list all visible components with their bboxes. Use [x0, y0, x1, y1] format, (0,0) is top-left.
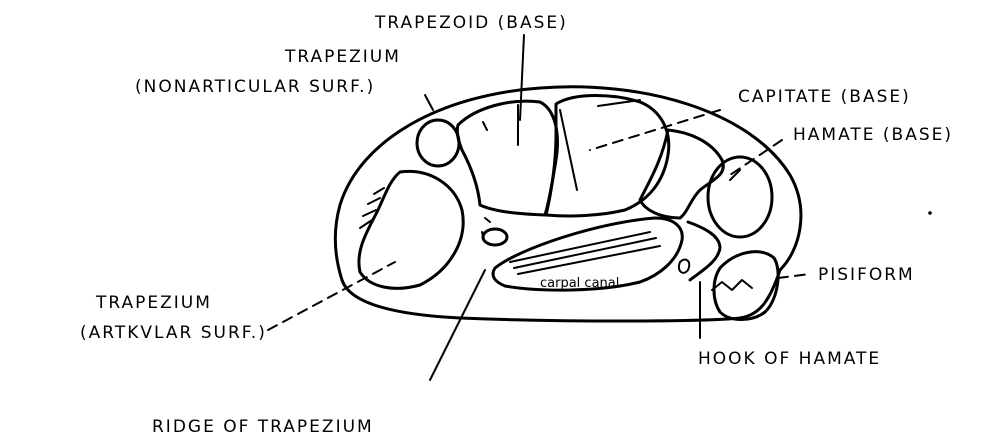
stray-mark: [928, 211, 932, 215]
capitate-detail: [560, 110, 577, 190]
label-trapezium-nonarticular-1: TRAPEZIUM: [284, 47, 401, 67]
capitate-detail-2: [598, 100, 640, 106]
label-trapezium-articular-2: (ARTKVLAR SURF.): [80, 323, 267, 343]
capitate-shape: [546, 96, 669, 216]
trapezium-nonarticular-leader: [425, 95, 433, 110]
trapezoid-detail-2: [483, 122, 487, 130]
trapezium-nonarticular-shape: [417, 120, 459, 166]
trapezoid-leader: [520, 35, 524, 120]
label-trapezium-articular-1: TRAPEZIUM: [95, 293, 212, 313]
carpal-canal-tendons: [510, 232, 660, 274]
carpal-canal-label: carpal canal: [540, 276, 619, 291]
pisiform-shape: [714, 252, 778, 320]
label-ridge-of-trapezium: RIDGE OF TRAPEZIUM: [152, 417, 374, 437]
capitate-leader: [590, 110, 720, 150]
canal-small-oval: [679, 260, 689, 273]
pisiform-detail: [712, 280, 752, 290]
label-hamate-base: HAMATE (BASE): [793, 125, 953, 145]
label-trapezium-nonarticular-2: (NONARTICULAR SURF.): [135, 77, 375, 97]
trapezium-articular-shape: [359, 171, 463, 288]
hamate-shape: [640, 130, 723, 218]
ridge-of-trapezium-leader: [430, 270, 485, 380]
trapezoid-shape: [457, 101, 557, 215]
label-pisiform: PISIFORM: [818, 265, 915, 285]
ridge-of-trapezium-shape: [483, 229, 507, 245]
label-hook-of-hamate: HOOK OF HAMATE: [698, 349, 881, 369]
label-capitate-base: CAPITATE (BASE): [738, 87, 911, 107]
pisiform-leader: [778, 274, 810, 278]
trapezium-articular-leader: [268, 262, 395, 330]
hook-of-hamate-shape: [688, 222, 720, 280]
label-trapezoid-base: TRAPEZOID (BASE): [374, 13, 568, 33]
